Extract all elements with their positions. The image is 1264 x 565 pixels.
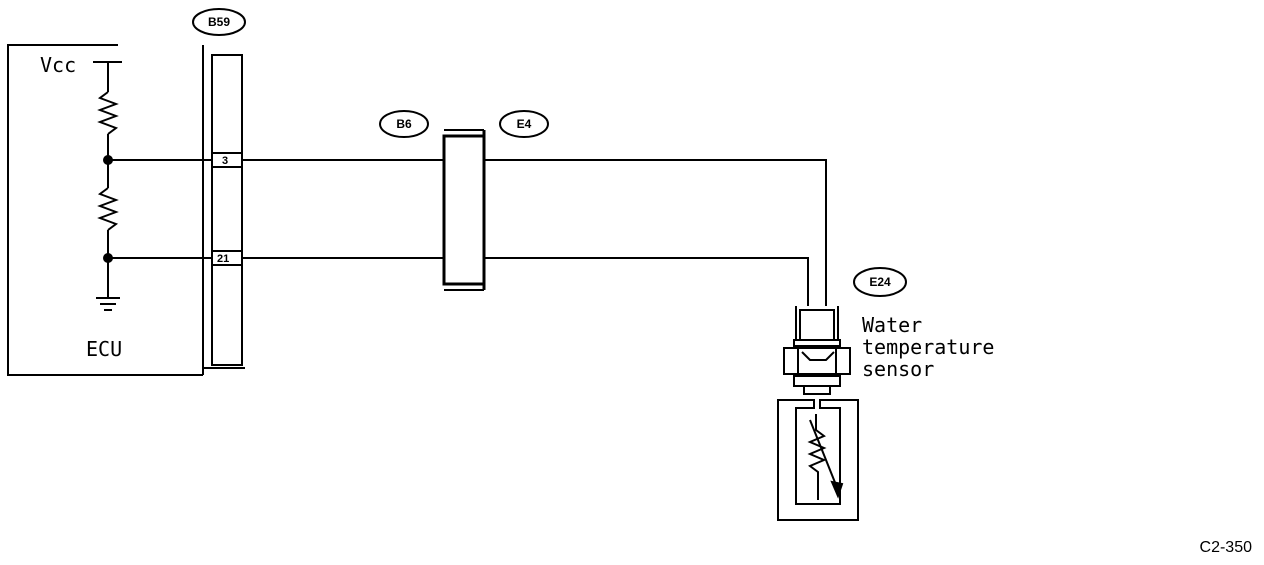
thermistor-icon <box>807 414 827 500</box>
tag-e4 <box>499 110 549 138</box>
figure-reference: C2-350 <box>1200 539 1253 556</box>
thermistor-arrow-head <box>830 480 844 499</box>
divider-resistor <box>97 187 119 231</box>
vcc-label: Vcc <box>40 53 76 77</box>
tag-e24 <box>853 267 907 297</box>
water-temperature-sensor <box>777 306 859 521</box>
connector-b59 <box>203 54 245 369</box>
tag-e4-label: E4 <box>517 117 532 131</box>
tag-e24-label: E24 <box>869 275 891 289</box>
sensor-label-line1: Water <box>862 313 922 337</box>
wire-ground-right <box>484 257 809 306</box>
pullup-resistor <box>97 91 119 135</box>
pin-21-label: 21 <box>217 253 229 265</box>
tag-b6 <box>379 110 429 138</box>
ecu-label: ECU <box>86 337 122 361</box>
tag-b59 <box>192 8 246 36</box>
tag-b6-label: B6 <box>396 117 412 131</box>
wire-signal-right <box>484 159 827 306</box>
ecu-box <box>7 44 204 376</box>
inline-connector <box>442 129 486 291</box>
ground-icon <box>96 297 120 311</box>
sensor-label-line2: temperature <box>862 335 994 359</box>
pin-3-label: 3 <box>222 155 228 167</box>
tag-b59-label: B59 <box>208 15 230 29</box>
sensor-label-line3: sensor <box>862 357 934 381</box>
thermistor-arrow-shaft <box>809 419 839 491</box>
